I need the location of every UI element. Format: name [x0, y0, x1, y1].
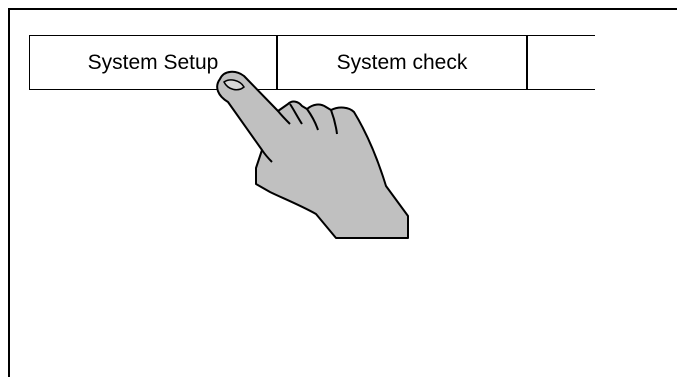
screen-frame	[8, 8, 677, 377]
tab-system-check[interactable]: System check	[277, 35, 527, 90]
tab-system-setup-label: System Setup	[87, 50, 219, 74]
tab-partial[interactable]	[527, 35, 595, 90]
tab-system-setup[interactable]: System Setup	[29, 35, 277, 90]
tab-system-check-label: System check	[336, 50, 468, 74]
